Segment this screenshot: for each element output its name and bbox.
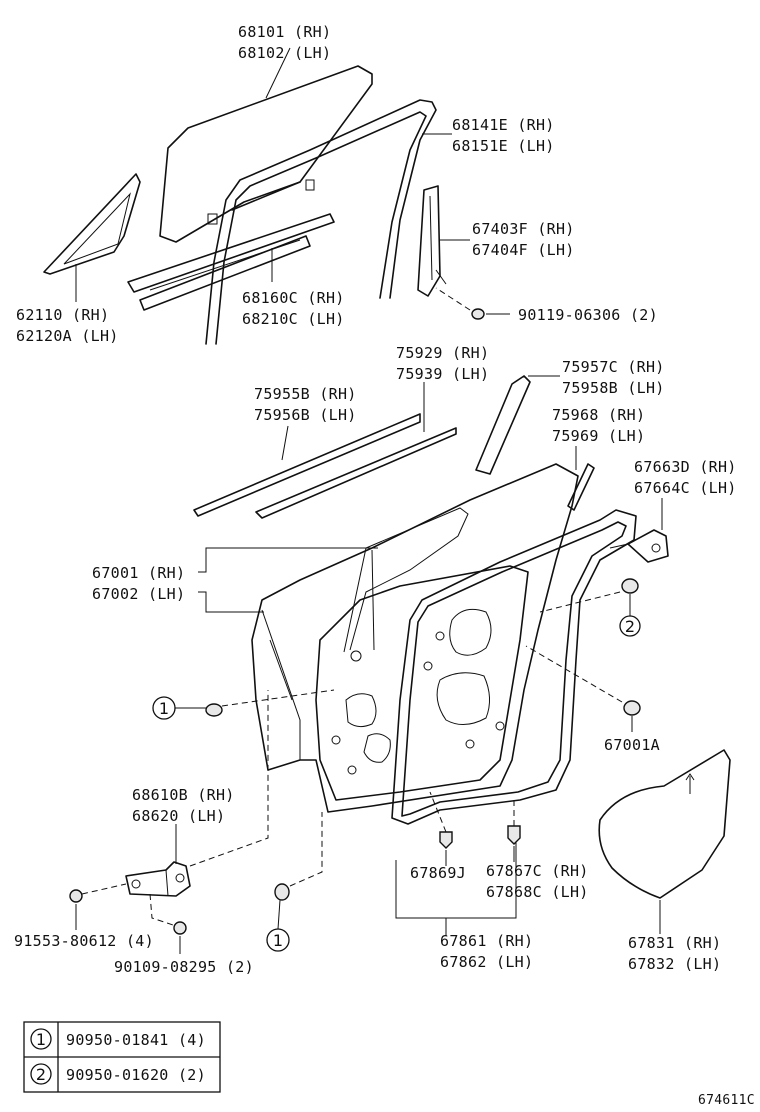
run-channel-label-rh: 68141E (RH)	[452, 116, 555, 134]
legend-part-2: 90950-01620 (2)	[66, 1066, 206, 1084]
pillar-tape-label-rh: 75968 (RH)	[552, 406, 645, 424]
door-glass	[159, 65, 373, 243]
rear-sash	[417, 185, 447, 297]
weatherstrip-clip-b	[507, 800, 521, 845]
hinge-bolt-2	[173, 921, 187, 954]
legend-key-2: 2	[36, 1065, 46, 1084]
callout-2-upper: 2	[625, 617, 635, 636]
weatherstrip-label-rh: 67861 (RH)	[440, 932, 533, 950]
hinge-label-rh: 68610B (RH)	[132, 786, 235, 804]
run-channel-label-lh: 68151E (LH)	[452, 137, 555, 155]
garnish-label-rh: 75957C (RH)	[562, 358, 665, 376]
glass-label-rh: 68101 (RH)	[238, 23, 331, 41]
pillar-garnish	[475, 375, 531, 475]
sash-label-lh: 67404F (LH)	[472, 241, 575, 259]
plug-67001a	[525, 645, 641, 732]
belt-weatherstrip	[127, 213, 335, 311]
legend-part-1: 90950-01841 (4)	[66, 1031, 206, 1049]
pillar-tape-label-lh: 75969 (LH)	[552, 427, 645, 445]
plug-1-lower: 1	[266, 812, 323, 952]
weatherstrip-clip-a	[429, 791, 453, 849]
plug-label: 67001A	[604, 736, 660, 754]
weatherstrip-label-lh: 67862 (LH)	[440, 953, 533, 971]
door-weatherstrip	[391, 509, 637, 825]
clip-a-label: 67869J	[410, 864, 466, 882]
check-label-rh: 67663D (RH)	[634, 458, 737, 476]
clip-b-label-lh: 67868C (LH)	[486, 883, 589, 901]
hinge-label-lh: 68620 (LH)	[132, 807, 225, 825]
sash-label-rh: 67403F (RH)	[472, 220, 575, 238]
garnish-label-lh: 75958B (LH)	[562, 379, 665, 397]
callout-1-left: 1	[159, 699, 169, 718]
frame-moulding	[255, 427, 457, 519]
door-panel-label-lh: 67002 (LH)	[92, 585, 185, 603]
sash-screw-label: 90119-06306 (2)	[518, 306, 658, 324]
upper-moulding-label-rh: 75955B (RH)	[254, 385, 357, 403]
cover-label-rh: 67831 (RH)	[628, 934, 721, 952]
upper-moulding	[193, 413, 421, 517]
door-panel-label-rh: 67001 (RH)	[92, 564, 185, 582]
hinge-bolt2-label: 90109-08295 (2)	[114, 958, 254, 976]
glass-label-lh: 68102 (LH)	[238, 44, 331, 62]
hinge-bolt	[69, 883, 127, 930]
door-hinge	[125, 690, 269, 927]
quarter-glass-label-lh: 62120A (LH)	[16, 327, 119, 345]
plug-2: 2	[539, 578, 641, 637]
belt-weatherstrip-label-rh: 68160C (RH)	[242, 289, 345, 307]
upper-moulding-label-lh: 75956B (LH)	[254, 406, 357, 424]
frame-moulding-label-lh: 75939 (LH)	[396, 365, 489, 383]
service-hole-cover	[598, 749, 731, 899]
legend-key-1: 1	[36, 1030, 46, 1049]
check-label-lh: 67664C (LH)	[634, 479, 737, 497]
cover-label-lh: 67832 (LH)	[628, 955, 721, 973]
drawing-number: 674611C	[698, 1093, 755, 1108]
hinge-bolt-label: 91553-80612 (4)	[14, 932, 154, 950]
sash-screw	[435, 287, 485, 320]
plug-1-left: 1	[152, 689, 335, 720]
run-channel	[205, 99, 437, 345]
legend-table: 1 2 90950-01841 (4) 90950-01620 (2)	[23, 1021, 221, 1093]
quarter-glass-label-rh: 62110 (RH)	[16, 306, 109, 324]
door-check	[609, 529, 669, 563]
callout-1-lower: 1	[273, 931, 283, 950]
belt-weatherstrip-label-lh: 68210C (LH)	[242, 310, 345, 328]
frame-moulding-label-rh: 75929 (RH)	[396, 344, 489, 362]
clip-b-label-rh: 67867C (RH)	[486, 862, 589, 880]
door-panel	[251, 463, 579, 813]
quarter-glass	[43, 173, 141, 275]
